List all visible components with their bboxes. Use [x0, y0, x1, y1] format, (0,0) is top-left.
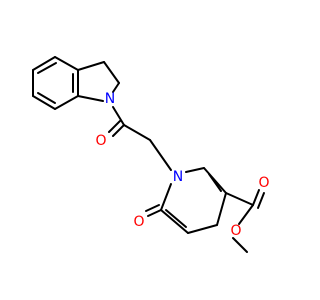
bond-inner [165, 209, 187, 228]
bonds [32, 56, 265, 253]
atom-o-amide: O [95, 133, 106, 149]
bond [103, 61, 120, 84]
bond [149, 139, 172, 171]
bond [187, 224, 218, 234]
bond [77, 95, 104, 102]
bond [252, 189, 260, 206]
bond [160, 183, 172, 211]
bond [145, 204, 160, 212]
bond [112, 106, 125, 126]
bond [225, 192, 254, 206]
bond [203, 167, 227, 194]
molecule-structure: N O N O O O [32, 56, 270, 253]
bond [185, 167, 205, 173]
bond [77, 61, 105, 71]
atom-n-indoline: N [105, 91, 115, 107]
bond-inner [208, 173, 222, 192]
bond [32, 95, 56, 110]
bond [257, 192, 265, 209]
bond [232, 237, 248, 253]
bond [216, 192, 227, 226]
molecule-canvas: N O N O O O [32, 56, 270, 253]
bond-inner [37, 62, 57, 74]
bond [54, 56, 79, 71]
bond [112, 124, 125, 137]
bond [32, 56, 56, 71]
bond-inner [37, 92, 56, 104]
atom-o-ester-methoxy: O [230, 223, 241, 239]
bond [147, 209, 162, 217]
atom-o-pyridone: O [133, 214, 144, 230]
bond [160, 209, 189, 234]
bond [108, 120, 121, 133]
bond [238, 204, 254, 225]
bond [112, 82, 120, 93]
atom-o-ester-carbonyl: O [258, 175, 269, 191]
bond [54, 95, 79, 110]
bond [123, 124, 151, 141]
atom-n-pyridone: N [173, 169, 183, 185]
